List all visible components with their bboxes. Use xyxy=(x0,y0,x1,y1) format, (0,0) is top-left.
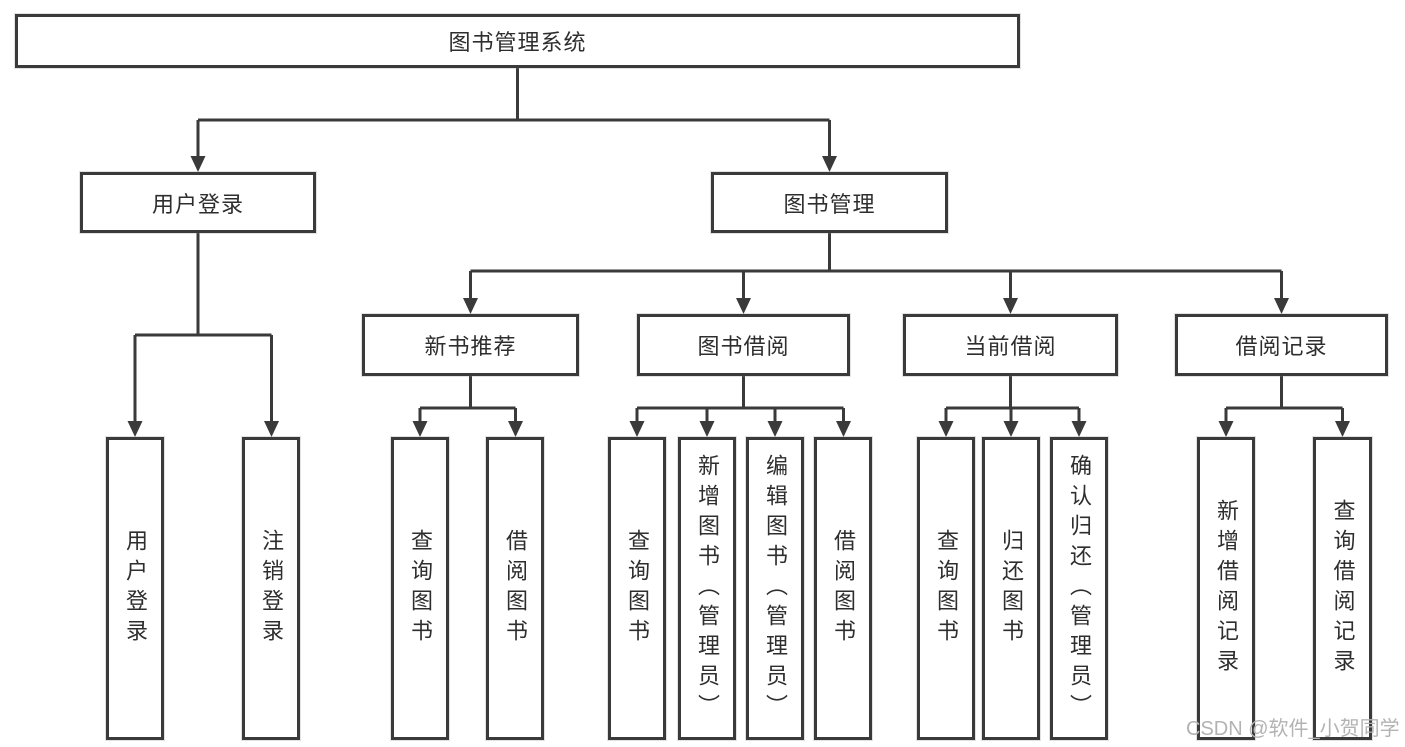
leaf-logout: 注销登录 xyxy=(242,437,300,740)
leaf-current-confirm-admin: 确认归还（管理员） xyxy=(1050,437,1108,740)
node-book-management: 图书管理 xyxy=(711,172,948,233)
leaf-label: 借阅图书 xyxy=(831,528,856,649)
arrow-down-icon xyxy=(767,421,783,437)
leaf-borrow-query: 查询图书 xyxy=(608,437,666,740)
leaf-label: 注销登录 xyxy=(259,528,284,649)
leaf-borrow-add-admin: 新增图书（管理员） xyxy=(678,437,736,740)
arrow-down-icon xyxy=(190,156,206,172)
arrow-down-icon xyxy=(508,421,523,437)
arrow-down-icon xyxy=(822,156,837,172)
node-book-borrow: 图书借阅 xyxy=(637,314,850,376)
leaf-label: 用户登录 xyxy=(123,528,148,649)
leaf-label: 查询借阅记录 xyxy=(1330,498,1356,679)
arrow-down-icon xyxy=(836,421,851,437)
leaf-label: 确认归还（管理员） xyxy=(1067,453,1092,724)
leaf-label: 查询图书 xyxy=(408,528,433,649)
arrow-down-icon xyxy=(1003,298,1018,314)
arrow-down-icon xyxy=(699,421,715,437)
leaf-borrow-edit-admin: 编辑图书（管理员） xyxy=(746,437,804,740)
leaf-user-login: 用户登录 xyxy=(106,437,164,740)
leaf-newbooks-query: 查询图书 xyxy=(391,437,449,740)
arrow-down-icon xyxy=(264,421,279,437)
node-borrow-records: 借阅记录 xyxy=(1175,314,1388,376)
leaf-label: 新增图书（管理员） xyxy=(695,453,720,724)
arrow-down-icon xyxy=(1218,421,1234,437)
leaf-current-return: 归还图书 xyxy=(982,437,1040,740)
node-root-system: 图书管理系统 xyxy=(15,14,1020,68)
watermark: CSDN @软件_小贺同学 xyxy=(1186,718,1400,740)
leaf-records-query: 查询借阅记录 xyxy=(1313,437,1372,740)
arrow-down-icon xyxy=(1071,421,1087,437)
leaf-label: 新增借阅记录 xyxy=(1214,498,1239,679)
arrow-down-icon xyxy=(1274,298,1289,314)
leaf-label: 归还图书 xyxy=(999,528,1024,649)
leaf-label: 编辑图书（管理员） xyxy=(763,453,788,724)
leaf-borrow-borrow: 借阅图书 xyxy=(814,437,872,740)
arrow-down-icon xyxy=(127,421,143,437)
leaf-label: 查询图书 xyxy=(625,528,650,649)
node-current-borrow: 当前借阅 xyxy=(903,314,1118,376)
node-user-login: 用户登录 xyxy=(80,172,316,233)
node-new-book-recommend: 新书推荐 xyxy=(362,314,579,376)
arrow-down-icon xyxy=(412,421,428,437)
leaf-records-add: 新增借阅记录 xyxy=(1197,437,1255,740)
leaf-label: 借阅图书 xyxy=(503,528,528,649)
arrow-down-icon xyxy=(938,421,954,437)
arrow-down-icon xyxy=(736,298,751,314)
leaf-newbooks-borrow: 借阅图书 xyxy=(486,437,544,740)
arrow-down-icon xyxy=(1335,421,1350,437)
arrow-down-icon xyxy=(463,298,478,314)
leaf-current-query: 查询图书 xyxy=(917,437,975,740)
leaf-label: 查询图书 xyxy=(934,528,959,649)
arrow-down-icon xyxy=(629,421,645,437)
arrow-down-icon xyxy=(1003,421,1019,437)
